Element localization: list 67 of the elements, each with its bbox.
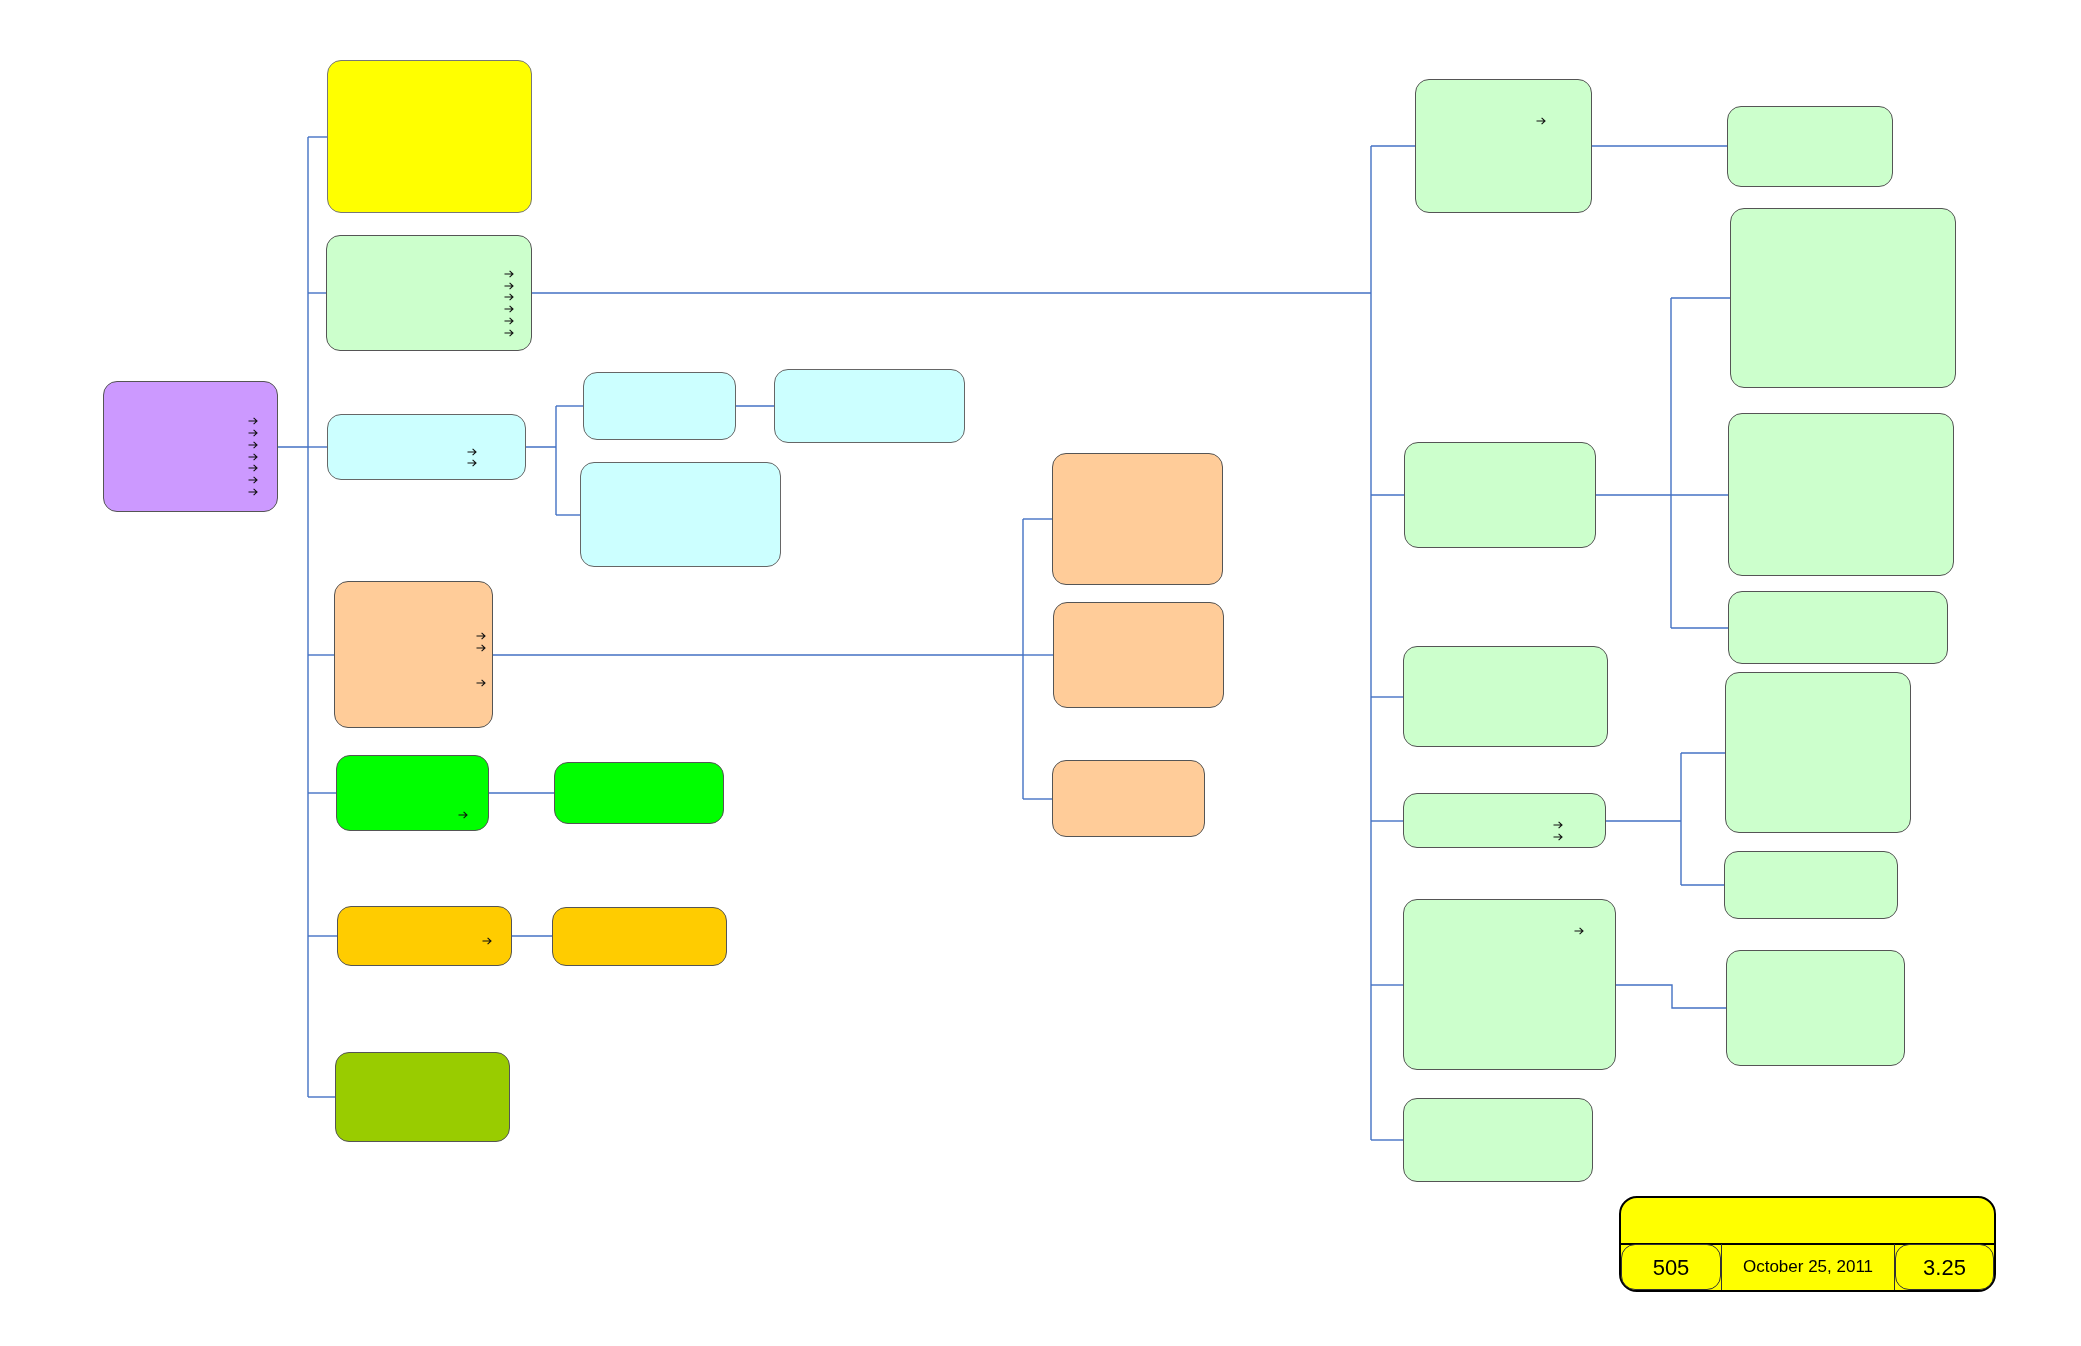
connector-line — [1370, 1139, 1404, 1141]
org-box — [1403, 793, 1606, 848]
title-block-version: 3.25 — [1895, 1244, 1994, 1290]
org-box — [1403, 899, 1616, 1070]
org-box — [336, 755, 489, 831]
connector-line — [307, 446, 328, 448]
connector-line — [1591, 145, 1728, 147]
org-box — [1725, 672, 1911, 833]
org-box — [552, 907, 727, 966]
org-box — [1730, 208, 1956, 388]
org-box — [583, 372, 736, 440]
connector-line — [1670, 297, 1731, 299]
connector-line — [525, 405, 557, 516]
connector-line — [1370, 820, 1404, 822]
connector-line — [555, 514, 581, 516]
connector-line — [307, 1096, 336, 1098]
connector-line — [307, 292, 327, 294]
org-box — [1052, 760, 1205, 837]
connector-line — [1370, 494, 1405, 496]
org-box — [327, 414, 526, 480]
connector-line — [531, 145, 1372, 1141]
org-box — [1052, 453, 1223, 585]
title-block-date: October 25, 2011 — [1721, 1244, 1895, 1290]
connector-line — [555, 405, 584, 407]
title-block-number: 505 — [1621, 1244, 1721, 1290]
org-box — [1403, 646, 1608, 747]
org-box — [1415, 79, 1592, 213]
connector-line — [1615, 984, 1727, 1009]
title-block — [1619, 1196, 1996, 1292]
connector-line — [492, 518, 1024, 800]
connector-line — [1680, 884, 1725, 886]
connector-line — [488, 792, 555, 794]
connector-line — [1680, 752, 1726, 754]
connector-line — [1595, 297, 1672, 629]
connector-line — [1370, 696, 1404, 698]
connector-line — [735, 405, 775, 407]
org-box — [554, 762, 724, 824]
connector-line — [1370, 145, 1416, 147]
org-box — [327, 60, 532, 213]
connector-line — [1670, 494, 1729, 496]
connector-line — [277, 136, 309, 1098]
connector-line — [1022, 798, 1053, 800]
connector-line — [1022, 518, 1053, 520]
connector-line — [307, 935, 338, 937]
org-box — [1724, 851, 1898, 919]
org-box — [1726, 950, 1905, 1066]
connector-line — [1670, 627, 1729, 629]
org-box — [335, 1052, 510, 1142]
org-box — [1403, 1098, 1593, 1182]
org-box — [1727, 106, 1893, 187]
org-box — [334, 581, 493, 728]
connector-line — [307, 136, 328, 138]
org-box — [1053, 602, 1224, 708]
connector-line — [307, 792, 337, 794]
org-box — [326, 235, 532, 351]
connector-line — [1605, 752, 1682, 886]
org-box — [1728, 591, 1948, 664]
connector-line — [511, 935, 553, 937]
org-box — [337, 906, 512, 966]
connector-line — [1370, 984, 1404, 986]
connector-line — [307, 654, 335, 656]
org-box — [1728, 413, 1954, 576]
connector-line — [1022, 654, 1054, 656]
org-box — [580, 462, 781, 567]
org-box — [103, 381, 278, 512]
org-box — [774, 369, 965, 443]
org-box — [1404, 442, 1596, 548]
